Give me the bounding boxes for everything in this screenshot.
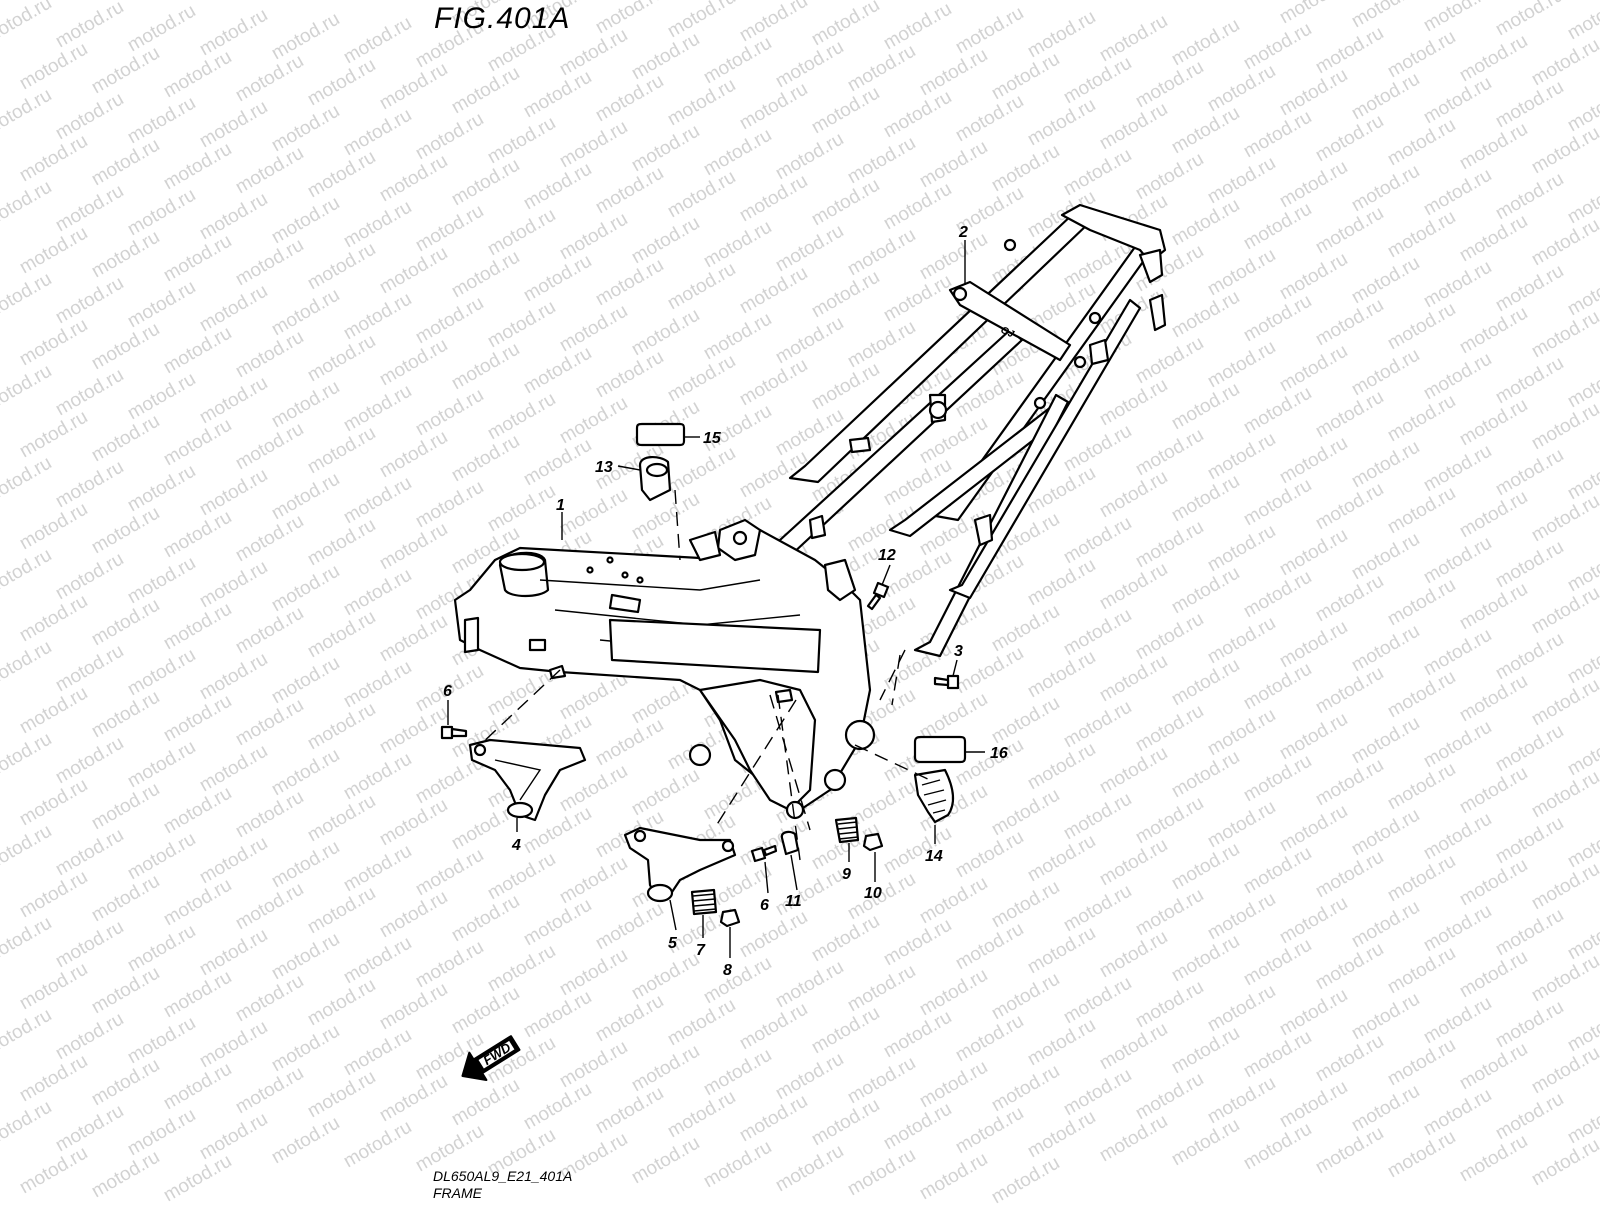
callout-4: 4 (511, 837, 521, 854)
callout-9: 9 (842, 866, 851, 883)
callout-2: 2 (958, 224, 968, 241)
assembly-lines (479, 489, 931, 861)
callout-14: 14 (925, 848, 943, 865)
callout-labels: 1 2 3 4 5 6 6 7 8 9 10 11 12 13 14 15 16 (443, 224, 1008, 979)
part-12-bolt (866, 581, 890, 611)
callout-5: 5 (668, 935, 678, 952)
part-7-spring (690, 888, 718, 916)
fwd-arrow: FWD (461, 1035, 521, 1082)
part-5-footrest-bracket-right (623, 826, 737, 903)
part-16-label (913, 735, 967, 764)
main-frame (453, 518, 876, 820)
part-3-bolt (933, 674, 960, 690)
callout-16: 16 (990, 745, 1008, 762)
part-6b-bolt (750, 844, 778, 863)
diagram-code: DL650AL9_E21_401A (433, 1168, 573, 1184)
part-15-label (635, 422, 686, 447)
part-10-nut (862, 832, 884, 852)
part-6a-bolt (440, 725, 468, 740)
part-11-bushing (780, 830, 800, 856)
part-8-nut (719, 908, 741, 928)
diagram-caption: FRAME (433, 1185, 482, 1201)
svg-text:OJ: OJ (999, 325, 1016, 341)
part-14-cover (913, 768, 954, 824)
callout-1: 1 (556, 497, 565, 514)
callout-6b: 6 (760, 897, 769, 914)
callout-8: 8 (723, 962, 732, 979)
callout-3: 3 (954, 643, 963, 660)
callout-12: 12 (878, 547, 896, 564)
callout-15: 15 (703, 430, 722, 447)
part-13-grommet (638, 456, 672, 502)
figure-title: FIG.401A (434, 2, 571, 35)
callout-7: 7 (696, 942, 706, 959)
callout-11: 11 (785, 893, 802, 910)
part-4-footrest-bracket-left (468, 738, 587, 822)
part-9-spring (834, 816, 860, 844)
callout-13: 13 (595, 459, 613, 476)
leader-lines (447, 240, 985, 958)
callout-6a: 6 (443, 683, 452, 700)
callout-10: 10 (864, 885, 882, 902)
rear-subframe: OJ (766, 203, 1167, 658)
